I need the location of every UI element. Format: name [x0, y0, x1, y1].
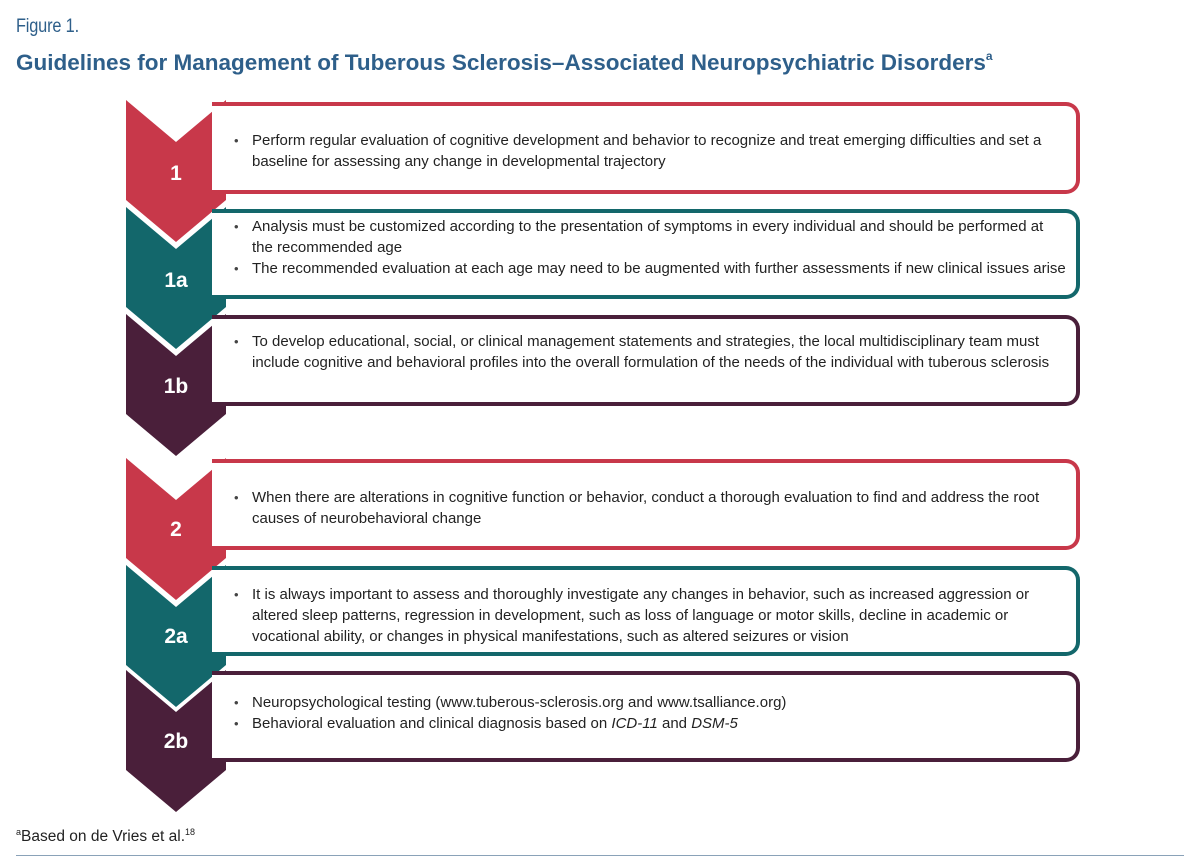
chevron-step-1 [126, 100, 226, 242]
bullet-2b-2: Behavioral evaluation and clinical diagn… [234, 713, 1066, 734]
bullet-2b-2-dsm: DSM-5 [691, 715, 738, 732]
step-label-1a: 1a [164, 269, 188, 292]
bullet-2b-2-icd: ICD-11 [611, 715, 658, 732]
chevron-step-2a [126, 565, 226, 707]
title-footnote-marker: a [985, 48, 993, 63]
step-label-2a: 2a [164, 625, 188, 648]
step-box-1a: Analysis must be customized according to… [212, 209, 1080, 299]
figure-label: Figure 1. [16, 16, 79, 37]
footnote: aBased on de Vries et al.18 [16, 827, 195, 846]
figure-title: Guidelines for Management of Tuberous Sc… [16, 48, 993, 76]
bullet-2b-2-prefix: Behavioral evaluation and clinical diagn… [252, 715, 612, 732]
step-label-1b: 1b [163, 375, 189, 398]
bullet-2b-2-mid: and [657, 715, 692, 732]
step-box-2: When there are alterations in cognitive … [212, 459, 1080, 550]
bottom-rule [16, 855, 1184, 856]
bullet-1a-1: Analysis must be customized according to… [234, 216, 1066, 258]
bullet-1a-2: The recommended evaluation at each age m… [234, 258, 1066, 279]
bullet-2a-1: It is always important to assess and tho… [234, 584, 1066, 647]
step-box-2b: Neuropsychological testing (www.tuberous… [212, 671, 1080, 762]
step-box-1b: To develop educational, social, or clini… [212, 315, 1080, 406]
bullet-2b-1: Neuropsychological testing (www.tuberous… [234, 692, 1066, 713]
step-box-2a: It is always important to assess and tho… [212, 566, 1080, 656]
step-label-2b: 2b [163, 730, 189, 753]
step-box-1: Perform regular evaluation of cognitive … [212, 102, 1080, 194]
bullet-1b-1: To develop educational, social, or clini… [234, 331, 1066, 373]
chevron-step-1b [126, 314, 226, 456]
footnote-text: Based on de Vries et al. [21, 828, 186, 846]
footnote-ref: 18 [185, 827, 196, 837]
step-label-2: 2 [170, 518, 182, 541]
step-label-1: 1 [170, 162, 182, 185]
chevron-step-2 [126, 458, 226, 600]
footnote-marker: a [16, 827, 22, 837]
figure-title-text: Guidelines for Management of Tuberous Sc… [16, 50, 986, 75]
chevron-step-1a [126, 207, 226, 349]
bullet-1-1: Perform regular evaluation of cognitive … [234, 130, 1066, 172]
bullet-2-1: When there are alterations in cognitive … [234, 487, 1066, 529]
chevron-step-2b [126, 670, 226, 812]
